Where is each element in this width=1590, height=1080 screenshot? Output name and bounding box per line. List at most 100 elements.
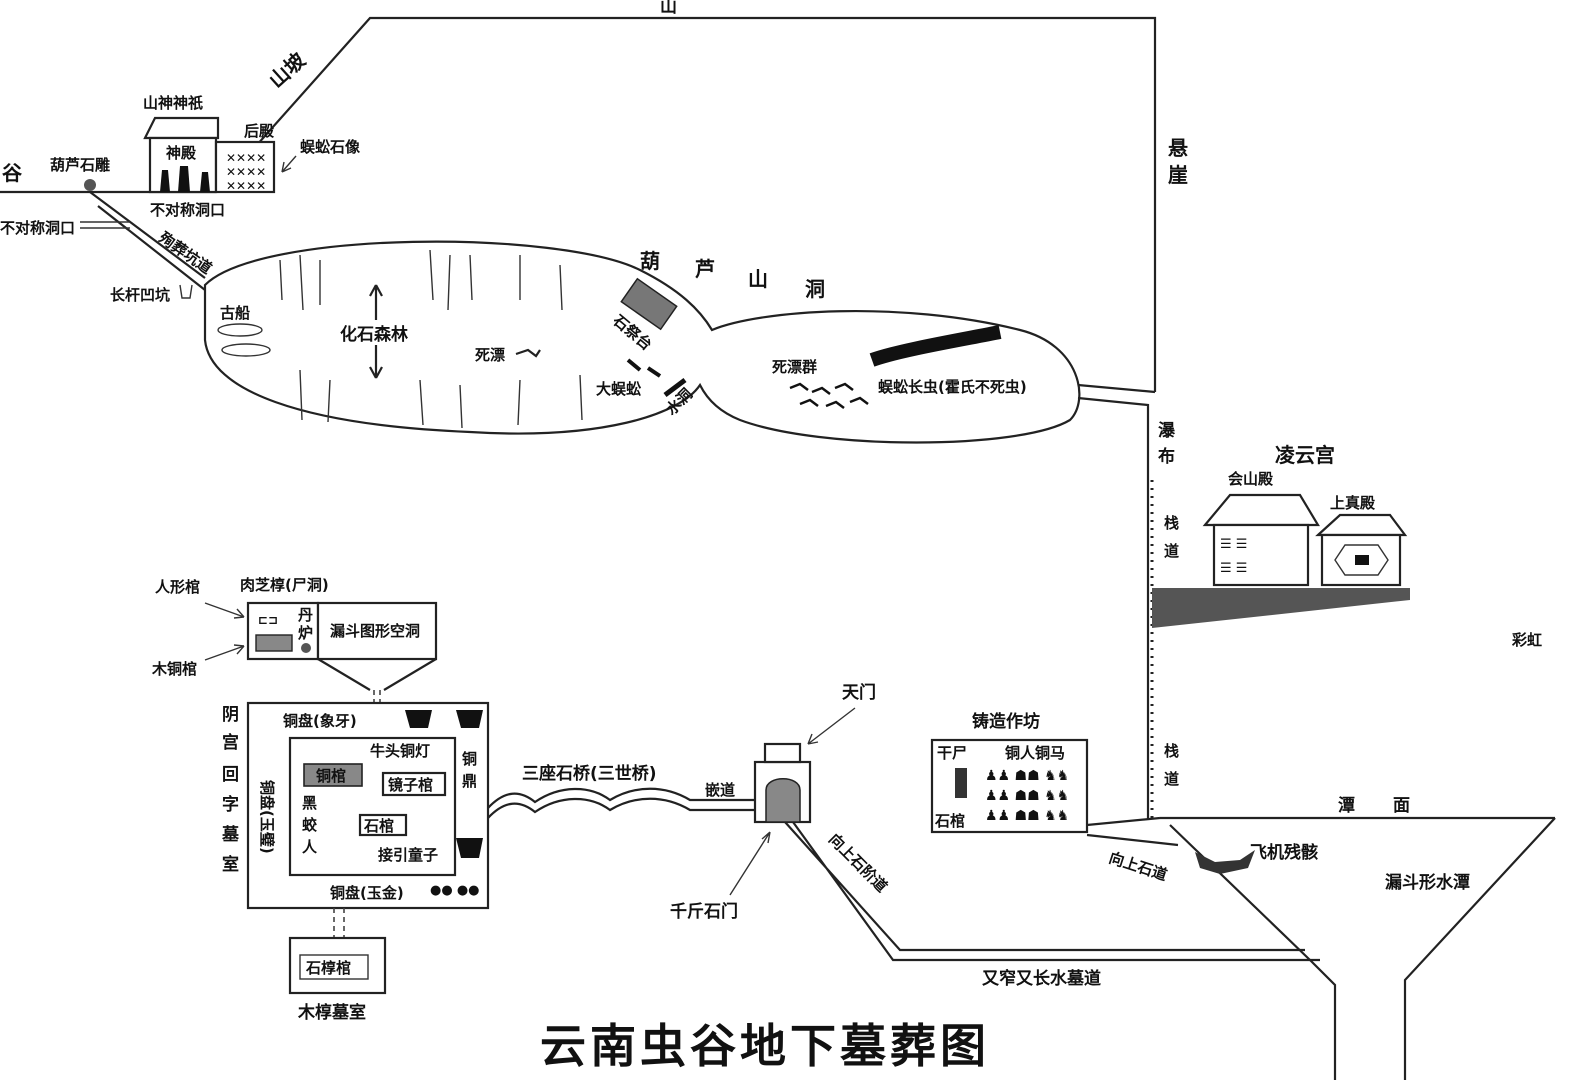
waterfall-label-2: 布 — [1158, 446, 1175, 467]
heavenly-gate-label: 天门 — [842, 682, 876, 703]
black-jiao-label-2: 蛟 — [302, 816, 317, 834]
asym-opening-label-1: 不对称洞口 — [150, 201, 225, 219]
stone-coffin-2-label: 石棺 — [934, 812, 965, 830]
heavy-stone-door-label: 千斤石门 — [670, 901, 738, 922]
bronze-cauldron-icons — [405, 710, 483, 858]
water-cave-icon — [663, 378, 687, 397]
centipede-statue-arrow — [281, 155, 297, 173]
upward-stair-label: 向上石阶道 — [825, 830, 891, 896]
svg-text:山: 山 — [748, 267, 768, 291]
gourd-carving-icon — [84, 179, 96, 191]
burial-pit-passage — [89, 191, 206, 291]
dead-drift-icon — [515, 348, 541, 358]
plank-road-label-2a: 栈 — [1164, 742, 1179, 760]
svg-text:✕✕✕✕: ✕✕✕✕ — [226, 165, 266, 179]
main-hall-label: 神殿 — [166, 144, 197, 162]
mirror-coffin-label: 镜子棺 — [388, 776, 433, 794]
cliff-label-1: 悬 — [1168, 136, 1188, 160]
black-jiao-label-1: 黑 — [302, 794, 317, 812]
dead-drift-label: 死漂 — [475, 346, 505, 364]
tray-jade-disc-label: 铜盘(玉璧) — [258, 780, 276, 854]
workshop-box — [930, 738, 1089, 834]
bronze-tripod-label-1: 铜 — [462, 750, 477, 768]
flesh-coffin-label: 肉芝椁(尸洞) — [240, 576, 329, 594]
mirror-coffin-box — [381, 771, 447, 797]
rainbow-label: 彩虹 — [1511, 631, 1542, 649]
mountain-god-label: 山神神祇 — [143, 94, 203, 112]
funnel-pool-label: 漏斗形水潭 — [1385, 872, 1470, 893]
underground-palace-label-2: 宫 — [222, 732, 239, 753]
lower-connector — [333, 908, 345, 938]
ox-lamp-label: 牛头铜灯 — [370, 742, 430, 760]
fossil-forest-label: 化石森林 — [340, 324, 408, 345]
drift-group-icons — [789, 382, 869, 409]
human-coffin-icon: ⊏⊐ — [258, 613, 278, 627]
heavenly-gate-arrow — [807, 707, 856, 745]
pole-pit-icon — [179, 284, 193, 299]
centipede-worm-icon — [869, 325, 1002, 367]
waterfall-label-1: 瀑 — [1158, 421, 1176, 441]
bronze-figures-icons: ♟♟ ☗☗ ♞♞ ♟♟ ☗☗ ♞♞ ♟♟ ☗☗ ♞♞ — [985, 768, 1069, 824]
valley-label: 谷 — [2, 161, 23, 185]
wood-chamber-label: 木椁墓室 — [297, 1002, 366, 1023]
plane-wreck-label: 飞机残骸 — [1250, 842, 1318, 863]
svg-text:♟♟ ☗☗ ♞♞: ♟♟ ☗☗ ♞♞ — [985, 788, 1069, 804]
guide-boy-label: 接引童子 — [378, 846, 438, 864]
drift-group-label: 死漂群 — [772, 358, 817, 376]
underground-palace-label-6: 室 — [222, 854, 239, 875]
shangzhen-hall-icon — [1315, 513, 1408, 587]
underground-palace-label-5: 墓 — [221, 824, 240, 845]
plank-road-label-1b: 道 — [1164, 542, 1179, 560]
plank-road-label-2b: 道 — [1164, 770, 1179, 788]
workshop-label: 铸造作坊 — [972, 711, 1040, 732]
three-stone-bridges — [487, 787, 755, 819]
dry-corpse-icon — [955, 768, 967, 798]
wood-copper-coffin-icon — [255, 634, 293, 652]
upward-stone-road-label: 向上石道 — [1107, 849, 1170, 885]
shangzhen-hall-label: 上真殿 — [1330, 494, 1376, 512]
funnel-connector — [373, 690, 381, 703]
plank-road-label-1a: 栈 — [1164, 514, 1179, 532]
lingyun-palace-label: 凌云宫 — [1275, 443, 1335, 467]
upward-stone-road — [1086, 816, 1179, 847]
human-coffin-arrow — [204, 602, 245, 619]
pool-surface-label-1: 潭 — [1338, 796, 1355, 816]
fossil-forest-arrows — [369, 284, 383, 379]
wood-chamber-box — [288, 936, 387, 995]
waterfall-channel — [1077, 383, 1156, 820]
underground-palace-label-3: 回 — [222, 765, 239, 785]
huishan-hall-label: 会山殿 — [1228, 470, 1274, 488]
underground-palace-inner — [288, 736, 457, 877]
pool-surface-label-2: 面 — [1393, 796, 1410, 816]
water-tomb-passage-label: 又窄又长水墓道 — [982, 968, 1101, 989]
svg-text:☰ ☰: ☰ ☰ — [1220, 537, 1247, 552]
svg-text:♟♟ ☗☗ ♞♞: ♟♟ ☗☗ ♞♞ — [985, 808, 1069, 824]
ancient-boat-label: 古船 — [220, 304, 250, 322]
ancient-boat-icon-1 — [217, 323, 263, 337]
mountain-outline — [0, 16, 1157, 392]
stone-coffin-label: 石棺 — [363, 817, 394, 835]
gourd-cave-label: 葫 芦 山 洞 — [640, 249, 825, 301]
human-coffin-label: 人形棺 — [155, 578, 200, 596]
underground-palace-outer — [246, 701, 490, 910]
stone-sarcophagus-label: 石椁棺 — [305, 959, 351, 977]
mountain-god-temple: ✕✕✕✕ ✕✕✕✕ ✕✕✕✕ — [143, 116, 276, 194]
heavy-stone-door-arrow — [729, 831, 771, 896]
tray-jade-gold-label: 铜盘(玉金) — [330, 884, 404, 902]
gourd-cave-outline — [203, 240, 1081, 444]
slope-label: 山坡 — [264, 47, 311, 92]
palace-platform — [1152, 588, 1410, 628]
svg-text:✕✕✕✕: ✕✕✕✕ — [226, 179, 266, 193]
jade-items-icon: ●● ●● — [430, 883, 480, 898]
centipede-worm-label: 蜈蚣长虫(霍氏不死虫) — [878, 378, 1027, 396]
svg-text:☰ ☰: ☰ ☰ — [1220, 561, 1247, 576]
pole-pit-label: 长杆凹坑 — [110, 286, 170, 304]
inlaid-road-label: 嵌道 — [705, 781, 735, 799]
stone-altar-icon — [620, 277, 678, 331]
water-tomb-passage — [784, 821, 1320, 962]
centipede-statue-label: 蜈蚣石像 — [300, 138, 361, 156]
heavy-stone-door-icon — [765, 778, 801, 823]
black-jiao-label-3: 人 — [302, 838, 318, 856]
ancient-boat-icon-2 — [221, 343, 271, 357]
heavenly-gate-roof — [763, 742, 802, 764]
